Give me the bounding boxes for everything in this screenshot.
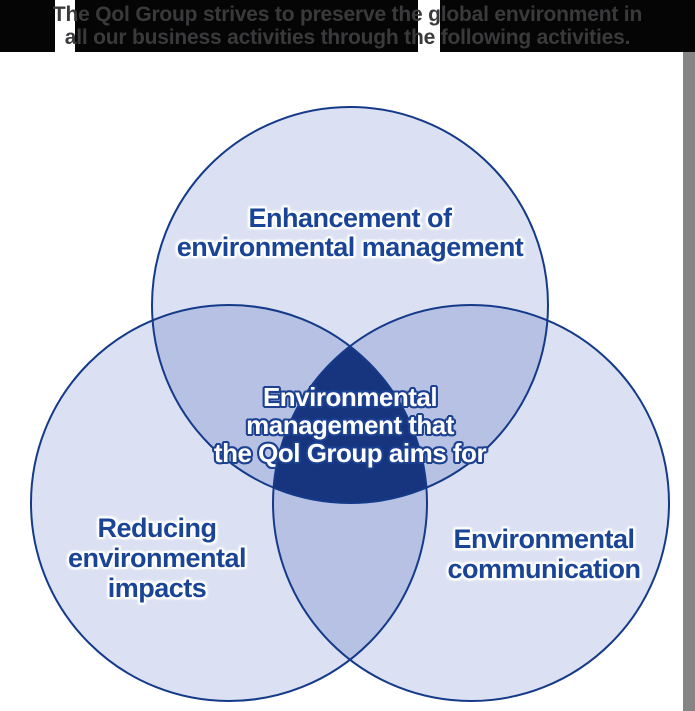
- venn-label-left-line1: Reducing: [97, 513, 217, 543]
- scrollbar[interactable]: [683, 52, 695, 711]
- venn-label-left-line3: impacts: [107, 573, 207, 603]
- venn-label-center: Environmental management that the Qol Gr…: [213, 382, 487, 468]
- venn-label-left-line2: environmental: [67, 543, 247, 573]
- venn-label-right-line2: communication: [447, 554, 641, 584]
- venn-label-top-line2: environmental management: [176, 232, 524, 262]
- venn-label-center-line2: management that: [246, 410, 454, 440]
- venn-circle-right-outline: [272, 304, 670, 702]
- venn-label-top: Enhancement of environmental management: [177, 204, 524, 262]
- venn-label-center-line1: Environmental: [262, 382, 438, 412]
- venn-triple-clip-outer: [273, 305, 427, 503]
- header-gap: [418, 0, 440, 52]
- venn-label-right: Environmental communication: [447, 524, 641, 584]
- venn-label-top-line1: Enhancement of: [248, 203, 452, 233]
- venn-label-right-line1: Environmental: [453, 524, 635, 554]
- venn-triple-clip-inner: [273, 305, 427, 503]
- header-strip: [0, 0, 695, 52]
- page-title-line2: all our business activities through the …: [64, 26, 631, 49]
- page-title-line1: The Qol Group strives to preserve the gl…: [52, 3, 643, 26]
- venn-label-center-line3: the Qol Group aims for: [213, 438, 487, 468]
- venn-center-region: [273, 305, 427, 503]
- venn-circle-left-outline: [30, 304, 428, 702]
- header-gap: [55, 0, 75, 52]
- page-title: The Qol Group strives to preserve the gl…: [0, 0, 695, 52]
- venn-label-left: Reducing environmental impacts: [67, 513, 247, 603]
- venn-circle-top-outline: [151, 106, 549, 504]
